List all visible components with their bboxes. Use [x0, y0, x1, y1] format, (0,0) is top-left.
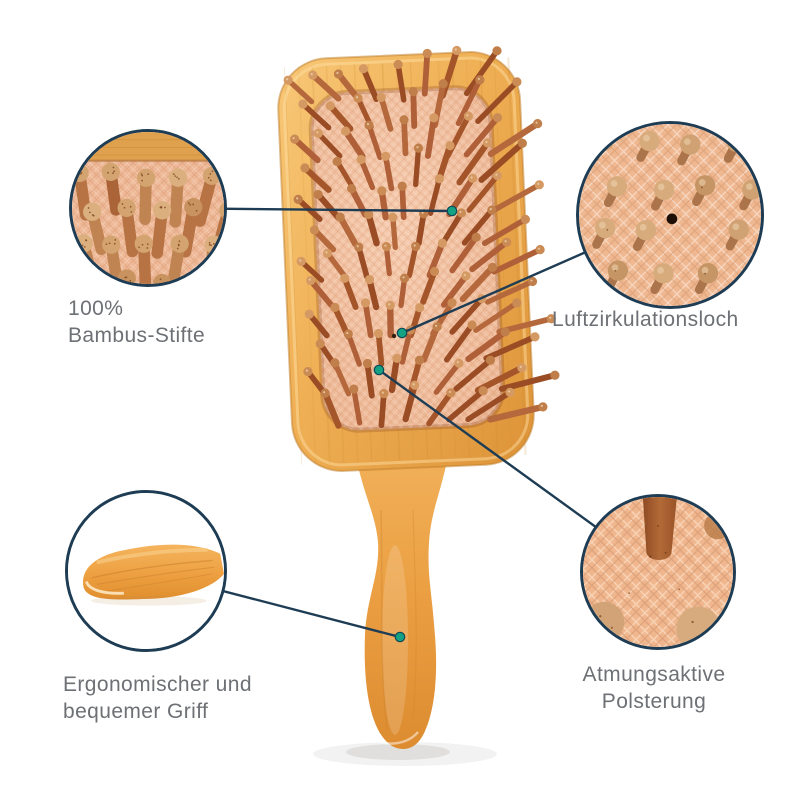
cushion-closeup [583, 497, 733, 647]
label-line: Polsterung [601, 690, 707, 713]
label-ergonomic-handle: Ergonomischer und bequemer Griff [63, 671, 252, 725]
label-line: bequemer Griff [63, 700, 209, 723]
label-air-hole: Luftzirkulationsloch [552, 306, 739, 333]
callout-handle-photo [65, 490, 227, 652]
label-line: Atmungsaktive [582, 663, 726, 686]
label-line: Ergonomischer und [63, 673, 252, 696]
label-line: 100% [68, 297, 124, 320]
label-bamboo-pins: 100% Bambus-Stifte [68, 295, 205, 349]
label-line: Bambus-Stifte [68, 324, 206, 347]
pin-stem [642, 497, 677, 560]
air-hole-closeup [579, 124, 761, 306]
floor-shadow [313, 742, 497, 766]
air-hole-speck [391, 333, 397, 339]
label-line: Luftzirkulationsloch [552, 308, 739, 331]
bamboo-pins-closeup [72, 132, 224, 284]
callout-cushion-photo [580, 494, 736, 650]
pin-ball [583, 601, 625, 643]
wood-strip [72, 132, 224, 161]
handle-closeup [68, 493, 224, 649]
label-breathable-cushion: Atmungsaktive Polsterung [556, 661, 752, 715]
air-hole [666, 213, 678, 225]
callout-air-hole-photo [576, 121, 764, 309]
callout-bamboo-pins-photo [69, 129, 227, 287]
floor-shadow-2 [346, 744, 450, 760]
hairbrush-photo [277, 45, 560, 766]
